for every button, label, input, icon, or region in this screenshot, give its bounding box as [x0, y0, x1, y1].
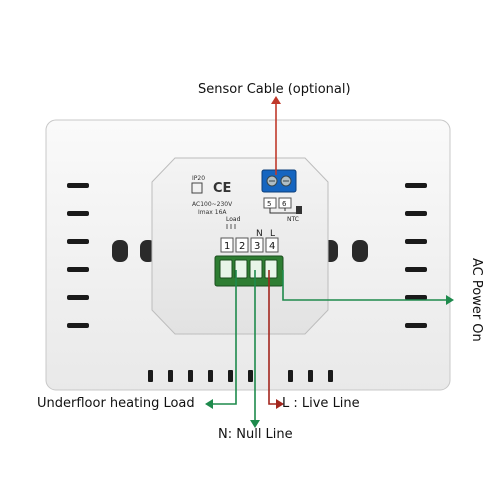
ce-mark: CE — [213, 181, 231, 196]
l-tag: L — [270, 229, 275, 239]
sensor-terminal-6: 6 — [282, 200, 287, 208]
sensor-arrow-icon — [271, 96, 281, 104]
terminal-2: 2 — [239, 241, 245, 252]
load-connector — [212, 270, 237, 405]
load-arrow-icon — [205, 399, 213, 409]
ac-power-label: AC Power On — [469, 258, 484, 342]
null-arrow-icon — [250, 420, 260, 428]
live-connector — [268, 270, 276, 405]
load-tag: Load — [226, 216, 241, 223]
n-tag: N — [256, 229, 263, 239]
sensor-terminal-block — [261, 169, 297, 193]
live-line-label: L : Live Line — [282, 396, 360, 411]
terminal-screws — [219, 259, 278, 279]
ac-connector — [282, 270, 446, 301]
left-vents — [67, 183, 89, 328]
ntc-tag: NTC — [287, 216, 299, 223]
ip-box — [191, 182, 203, 194]
terminal-4: 4 — [269, 241, 275, 252]
ac-arrow-icon — [446, 295, 454, 305]
voltage-rating: AC100~230V — [192, 201, 233, 208]
terminal-3: 3 — [254, 241, 260, 252]
main-terminal-labels — [220, 237, 279, 253]
right-vents — [405, 183, 427, 328]
sensor-cable-label: Sensor Cable (optional) — [198, 82, 351, 97]
null-line-label: N: Null Line — [218, 427, 293, 442]
sensor-terminal-5: 5 — [267, 200, 271, 208]
ip-rating: IP20 — [192, 175, 205, 182]
underfloor-load-label: Underfloor heating Load — [37, 396, 195, 411]
current-rating: Imax 16A — [198, 209, 227, 216]
terminal-1: 1 — [224, 241, 230, 252]
bottom-vents — [148, 370, 333, 382]
live-arrow-icon — [276, 399, 284, 409]
